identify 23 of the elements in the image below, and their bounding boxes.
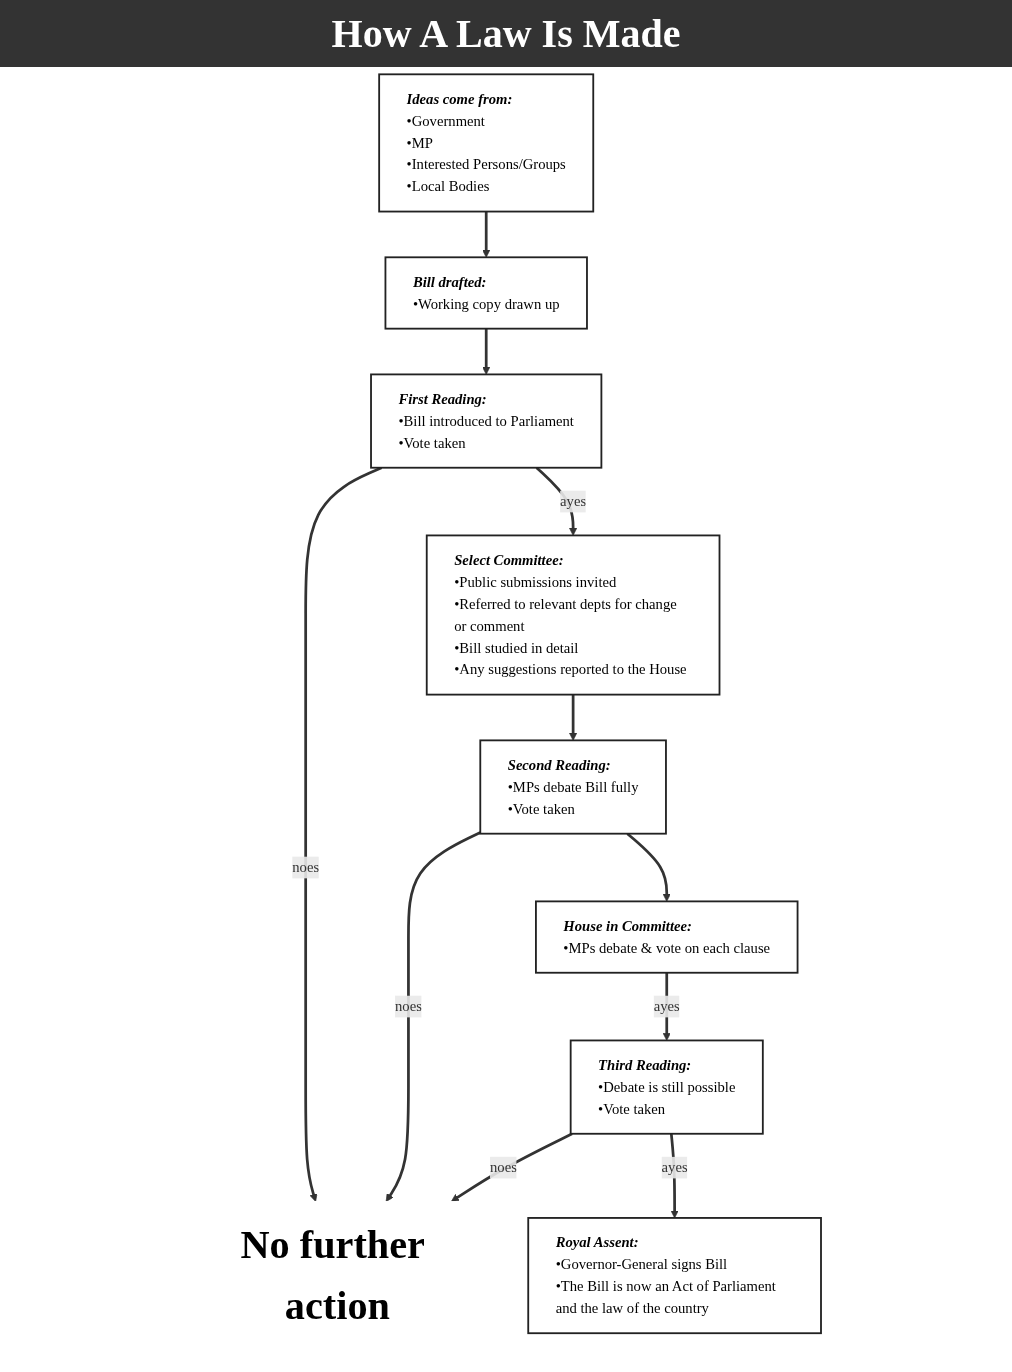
edge-label: ayes: [661, 1159, 688, 1175]
arrow: [482, 211, 491, 258]
arrow: [304, 466, 383, 1202]
title: How A Law Is Made: [0, 0, 1012, 67]
edge-label: ayes: [653, 998, 680, 1014]
node-box: Third Reading: •Debate is still possible •Vote taken: [569, 1039, 764, 1135]
node-box: House in Committee: •MPs debate & vote on each clause: [535, 900, 799, 974]
arrow: [569, 694, 578, 741]
node-box: First Reading: •Bill introduced to Parliament •Vote taken: [370, 373, 603, 469]
edge-label: ayes: [560, 493, 587, 509]
arrow: [451, 1132, 573, 1202]
edge-label: noes: [292, 859, 320, 875]
node-box: Select Committee: •Public submissions invited •Referred to relevant depts for change or comment •Bill studied in detail •Any suggestions reported to the House: [425, 534, 721, 696]
node-box: Second Reading: •MPs debate Bill fully •Vote taken: [479, 739, 667, 835]
node-text: No further action: [240, 1222, 425, 1328]
node-box: Bill drafted: •Working copy drawn up: [384, 256, 588, 330]
arrow: [626, 832, 671, 902]
edge-label: noes: [490, 1159, 517, 1175]
node-box: Ideas come from: •Government •MP •Interested Persons/Groups •Local Bodies: [378, 73, 595, 213]
edge-label: noes: [395, 998, 422, 1014]
arrow: [385, 831, 481, 1202]
node-box: Royal Assent: •Governor-General signs Bill •The Bill is now an Act of Parliament and the law of the country: [527, 1217, 822, 1335]
arrow: [482, 328, 491, 375]
